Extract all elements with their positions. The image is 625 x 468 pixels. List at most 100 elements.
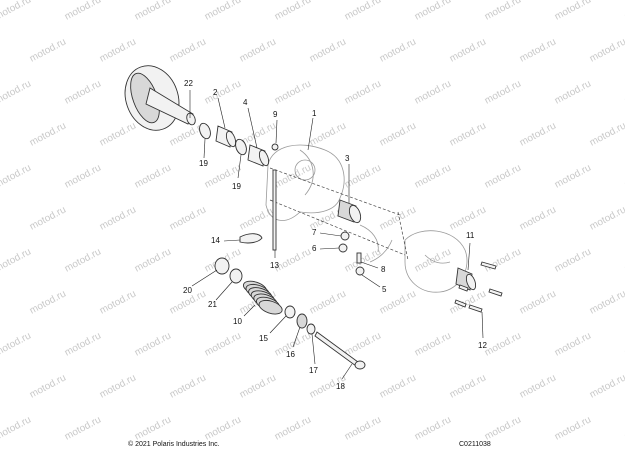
watermark-text: motod.ru	[28, 120, 68, 148]
watermark-text: motod.ru	[168, 372, 208, 400]
part-5-nut	[355, 266, 365, 276]
watermark-text: motod.ru	[378, 36, 418, 64]
watermark-text: motod.ru	[238, 36, 278, 64]
watermark-text: motod.ru	[168, 36, 208, 64]
part-13-pin	[271, 143, 279, 251]
watermark-text: motod.ru	[308, 288, 348, 316]
part-16-washer	[296, 313, 308, 329]
watermark-text: motod.ru	[238, 372, 278, 400]
watermark-text: motod.ru	[28, 204, 68, 232]
callout-1: 1	[312, 109, 317, 118]
watermark-text: motod.ru	[0, 0, 33, 23]
callout-8: 8	[381, 265, 386, 274]
watermark-text: motod.ru	[553, 246, 593, 274]
copyright-text: © 2021 Polaris Industries Inc.	[128, 441, 220, 448]
watermark-text: motod.ru	[273, 78, 313, 106]
watermark-text: motod.ru	[63, 162, 103, 190]
watermark-text: motod.ru	[273, 162, 313, 190]
watermark-text: motod.ru	[483, 414, 523, 442]
watermark-text: motod.ru	[273, 0, 313, 23]
callout-17: 17	[309, 366, 318, 375]
watermark-text: motod.ru	[203, 0, 243, 23]
watermark-text: motod.ru	[308, 36, 348, 64]
watermark-text: motod.ru	[63, 78, 103, 106]
watermark-text: motod.ru	[0, 330, 33, 358]
watermark-text: motod.ru	[413, 162, 453, 190]
watermark-layer: motod.ru motod.ru motod.ru motod.ru motod.ru…	[0, 0, 625, 443]
watermark-text: motod.ru	[98, 288, 138, 316]
part-15-spacer	[284, 305, 296, 319]
part-8-pin	[356, 252, 362, 264]
watermark-text: motod.ru	[98, 204, 138, 232]
watermark-text: motod.ru	[413, 414, 453, 442]
watermark-text: motod.ru	[413, 0, 453, 23]
part-21-ring	[229, 268, 243, 284]
part-22-sheave	[124, 65, 196, 131]
callout-10: 10	[233, 317, 242, 326]
watermark-text: motod.ru	[273, 246, 313, 274]
callout-labels: 22 2 4 1 9 3 19 19 14 13 7 6 8 5 11 12 2	[183, 79, 487, 391]
watermark-text: motod.ru	[28, 288, 68, 316]
watermark-text: motod.ru	[448, 36, 488, 64]
watermark-text: motod.ru	[98, 120, 138, 148]
watermark-text: motod.ru	[343, 0, 383, 23]
watermark-text: motod.ru	[378, 120, 418, 148]
watermark-text: motod.ru	[623, 0, 625, 23]
callout-21: 21	[208, 300, 217, 309]
part-6-roller	[338, 243, 348, 253]
callout-2: 2	[213, 88, 218, 97]
callout-6: 6	[312, 244, 317, 253]
watermark-text: motod.ru	[553, 78, 593, 106]
part-12-bolts	[454, 261, 503, 313]
watermark-text: motod.ru	[0, 78, 33, 106]
watermark-text: motod.ru	[483, 162, 523, 190]
watermark-text: motod.ru	[483, 78, 523, 106]
callout-5: 5	[382, 285, 387, 294]
watermark-text: motod.ru	[203, 330, 243, 358]
part-19-ring-b	[235, 138, 247, 156]
watermark-text: motod.ru	[588, 204, 625, 232]
watermark-text: motod.ru	[483, 0, 523, 23]
callout-19b: 19	[232, 182, 241, 191]
watermark-text: motod.ru	[28, 372, 68, 400]
watermark-text: motod.ru	[63, 330, 103, 358]
watermark-text: motod.ru	[413, 78, 453, 106]
watermark-text: motod.ru	[588, 288, 625, 316]
callout-14: 14	[211, 236, 220, 245]
watermark-text: motod.ru	[273, 414, 313, 442]
callout-9: 9	[273, 110, 278, 119]
callout-20: 20	[183, 286, 192, 295]
watermark-text: motod.ru	[0, 414, 33, 442]
watermark-text: motod.ru	[98, 36, 138, 64]
part-2-bushing	[215, 125, 237, 148]
watermark-text: motod.ru	[518, 120, 558, 148]
watermark-text: motod.ru	[518, 288, 558, 316]
watermark-text: motod.ru	[343, 78, 383, 106]
watermark-text: motod.ru	[343, 414, 383, 442]
figure-code: C0211038	[459, 441, 491, 448]
callout-11: 11	[466, 231, 475, 240]
housing-outline	[265, 144, 468, 293]
part-3-bushing	[337, 199, 362, 224]
watermark-text: motod.ru	[168, 204, 208, 232]
part-20-ring	[214, 257, 230, 275]
watermark-text: motod.ru	[413, 330, 453, 358]
watermark-text: motod.ru	[238, 204, 278, 232]
callout-4: 4	[243, 98, 248, 107]
watermark-text: motod.ru	[343, 330, 383, 358]
watermark-text: motod.ru	[133, 246, 173, 274]
part-19-ring-a	[199, 122, 211, 140]
watermark-text: motod.ru	[483, 330, 523, 358]
watermark-text: motod.ru	[483, 246, 523, 274]
watermark-text: motod.ru	[588, 120, 625, 148]
watermark-text: motod.ru	[588, 36, 625, 64]
watermark-text: motod.ru	[63, 246, 103, 274]
callout-22: 22	[184, 79, 193, 88]
callout-12: 12	[478, 341, 487, 350]
watermark-text: motod.ru	[63, 414, 103, 442]
watermark-text: motod.ru	[553, 0, 593, 23]
watermark-text: motod.ru	[203, 414, 243, 442]
watermark-text: motod.ru	[133, 162, 173, 190]
